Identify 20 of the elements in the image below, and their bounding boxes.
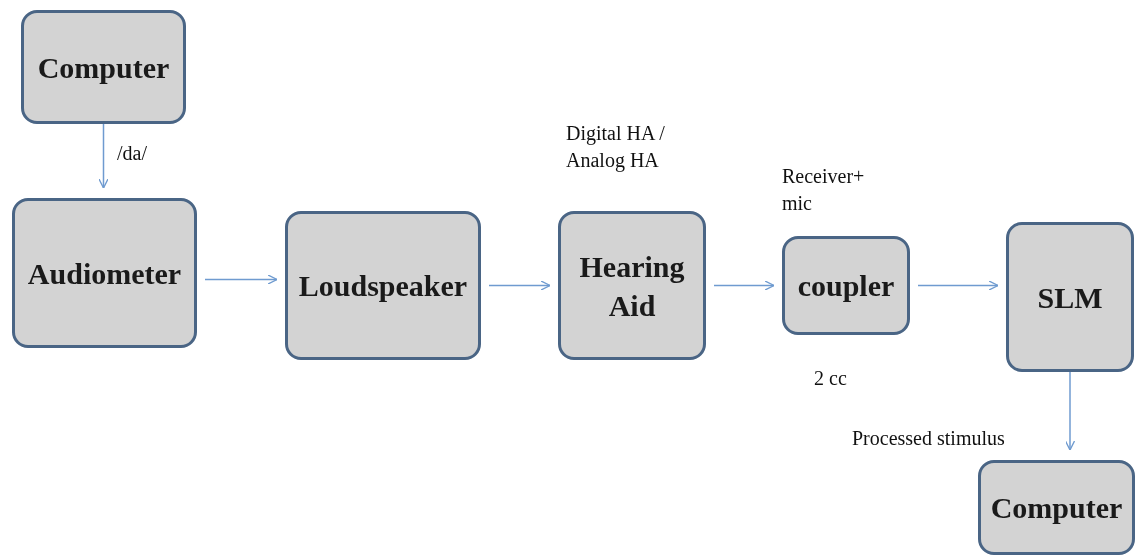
process-box xyxy=(12,198,197,348)
process-box xyxy=(1006,222,1134,372)
process-box xyxy=(978,460,1135,555)
box-label: Hearing Aid xyxy=(578,248,686,324)
process-box xyxy=(285,211,481,360)
process-box xyxy=(558,211,706,360)
box-label: coupler xyxy=(797,268,895,304)
arrow xyxy=(917,280,999,291)
arrow xyxy=(98,123,109,189)
arrow xyxy=(713,280,775,291)
box-label: Audiometer xyxy=(27,255,182,292)
arrow xyxy=(1064,371,1076,451)
box-label: Computer xyxy=(37,49,170,86)
process-box xyxy=(21,10,186,124)
box-label: Computer xyxy=(990,490,1123,526)
process-box xyxy=(782,236,910,335)
box-label: SLM xyxy=(1037,279,1103,316)
arrow xyxy=(204,274,278,285)
arrow xyxy=(488,280,551,291)
box-label: Loudspeaker xyxy=(298,268,468,304)
